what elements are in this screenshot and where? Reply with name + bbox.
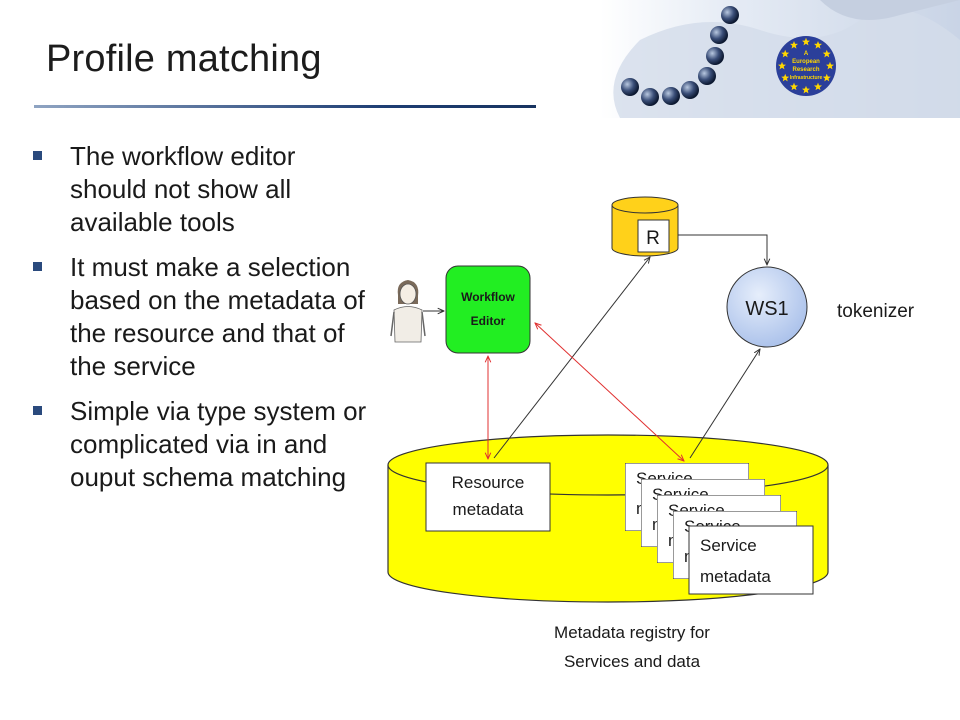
logo-star	[822, 73, 831, 82]
logo-star	[781, 73, 790, 82]
resource-cylinder: R	[611, 196, 679, 257]
ws1-label: WS1	[745, 298, 788, 320]
resource-metadata-line: Resource	[452, 473, 525, 492]
dot	[621, 78, 639, 96]
resource-metadata-box: Resource metadata	[425, 462, 551, 532]
service-metadata-line: metadata	[700, 567, 771, 586]
bullet-marker	[33, 151, 42, 160]
resource-cylinder-top	[611, 196, 679, 214]
logo-star	[778, 61, 786, 70]
dot	[706, 47, 724, 65]
bullet-text: Simple via type system or complicated vi…	[70, 396, 367, 492]
logo-star	[814, 41, 822, 49]
logo-line: Infrastructure	[790, 75, 823, 81]
bullet-text: The workflow editor should not show all …	[70, 141, 296, 237]
bullet-list: The workflow editor should not show all …	[30, 140, 370, 506]
slide-title: Profile matching	[46, 38, 322, 80]
registry-caption-line: Services and data	[564, 652, 701, 671]
header-decoration: A European Research Infrastructure	[600, 0, 960, 118]
logo-line: European	[792, 59, 820, 65]
logo-star	[802, 37, 810, 46]
logo-star	[814, 82, 822, 91]
resource-label-box	[637, 219, 670, 253]
dot	[662, 87, 680, 105]
logo-star	[790, 41, 798, 49]
bullet-item: Simple via type system or complicated vi…	[30, 395, 370, 494]
service-metadata-stack: Service metadata Service metadata Servic…	[625, 463, 814, 595]
bullet-item: The workflow editor should not show all …	[30, 140, 370, 239]
logo-star	[790, 82, 798, 91]
registry-to-ws1-arrow	[689, 349, 760, 459]
resource-label: R	[646, 228, 660, 249]
logo-disc	[776, 36, 836, 96]
title-underline	[34, 105, 536, 108]
editor-service-metadata-link	[535, 323, 684, 461]
service-metadata-card-front: Service metadata	[688, 525, 814, 595]
dot	[641, 88, 659, 106]
bullet-item: It must make a selection based on the me…	[30, 251, 370, 383]
resource-metadata-line: metadata	[453, 500, 524, 519]
logo-star	[826, 61, 834, 70]
resource-to-ws1-arrow	[678, 234, 767, 265]
dot	[710, 26, 728, 44]
map-landmass-north	[820, 0, 960, 20]
workflow-editor-line: Editor	[471, 314, 506, 328]
workflow-editor-box: Workflow Editor	[445, 265, 531, 354]
bullet-marker	[33, 406, 42, 415]
eu-star-logo: A European Research Infrastructure	[776, 36, 836, 96]
logo-star	[802, 85, 810, 94]
workflow-editor-line: Workflow	[461, 290, 515, 304]
logo-line: A	[804, 51, 809, 57]
bullet-marker	[33, 262, 42, 271]
registry-caption-line: Metadata registry for	[554, 623, 710, 642]
ws1-node: WS1	[726, 266, 808, 348]
dot-chain	[621, 6, 739, 106]
logo-line: Research	[792, 67, 819, 73]
logo-stars	[778, 37, 834, 94]
tokenizer-label: tokenizer	[837, 301, 915, 322]
bullet-text: It must make a selection based on the me…	[70, 252, 365, 381]
logo-star	[781, 49, 790, 58]
service-metadata-line: Service	[700, 536, 757, 555]
dot	[698, 67, 716, 85]
dot	[681, 81, 699, 99]
logo-star	[822, 49, 831, 58]
user-figure-icon	[390, 280, 426, 343]
dot	[721, 6, 739, 24]
ws1-circle	[726, 266, 808, 348]
